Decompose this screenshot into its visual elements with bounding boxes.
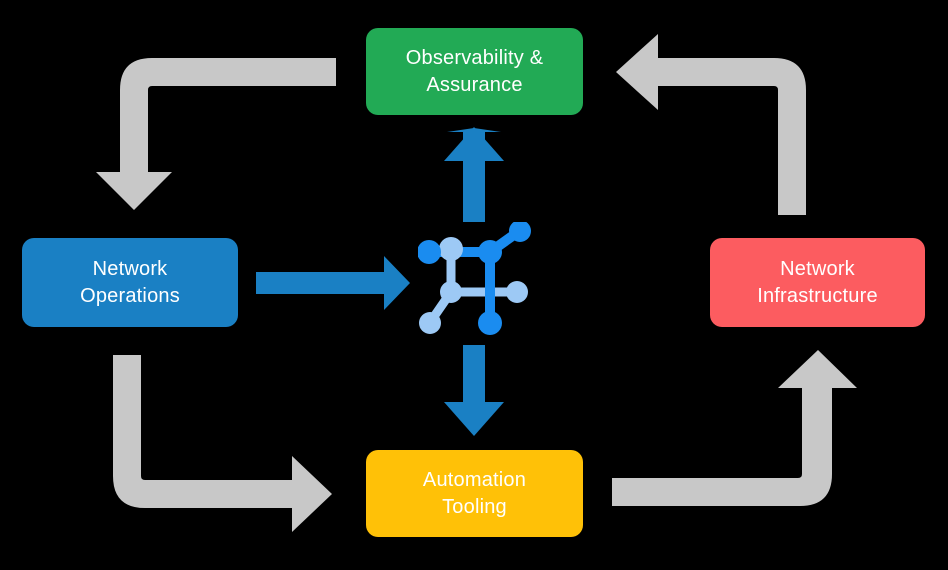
arrow-observability-to-operations xyxy=(96,58,336,210)
arrow-operations-to-automation xyxy=(113,355,332,532)
arrow-automation-to-infrastructure xyxy=(612,350,857,506)
arrow-center-to-automation xyxy=(463,345,485,404)
arrow-center-to-automation-head xyxy=(444,402,504,436)
arrow-operations-to-center xyxy=(256,256,410,310)
node-automation-tooling[interactable]: Automation Tooling xyxy=(366,450,583,537)
node-network-operations[interactable]: Network Operations xyxy=(22,238,238,327)
node-network-infrastructure[interactable]: Network Infrastructure xyxy=(710,238,925,327)
node-observability-label: Observability & Assurance xyxy=(405,47,544,96)
node-infrastructure-label: Network Infrastructure xyxy=(757,258,878,307)
arrow-center-to-observability xyxy=(447,128,501,222)
network-topology-icon xyxy=(418,222,531,335)
node-automation-label: Automation Tooling xyxy=(422,469,527,518)
arrow-center-to-observability-head xyxy=(444,127,504,161)
node-operations-label: Network Operations xyxy=(80,258,180,307)
node-observability-assurance[interactable]: Observability & Assurance xyxy=(366,28,583,115)
arrow-infrastructure-to-observability xyxy=(616,34,806,215)
